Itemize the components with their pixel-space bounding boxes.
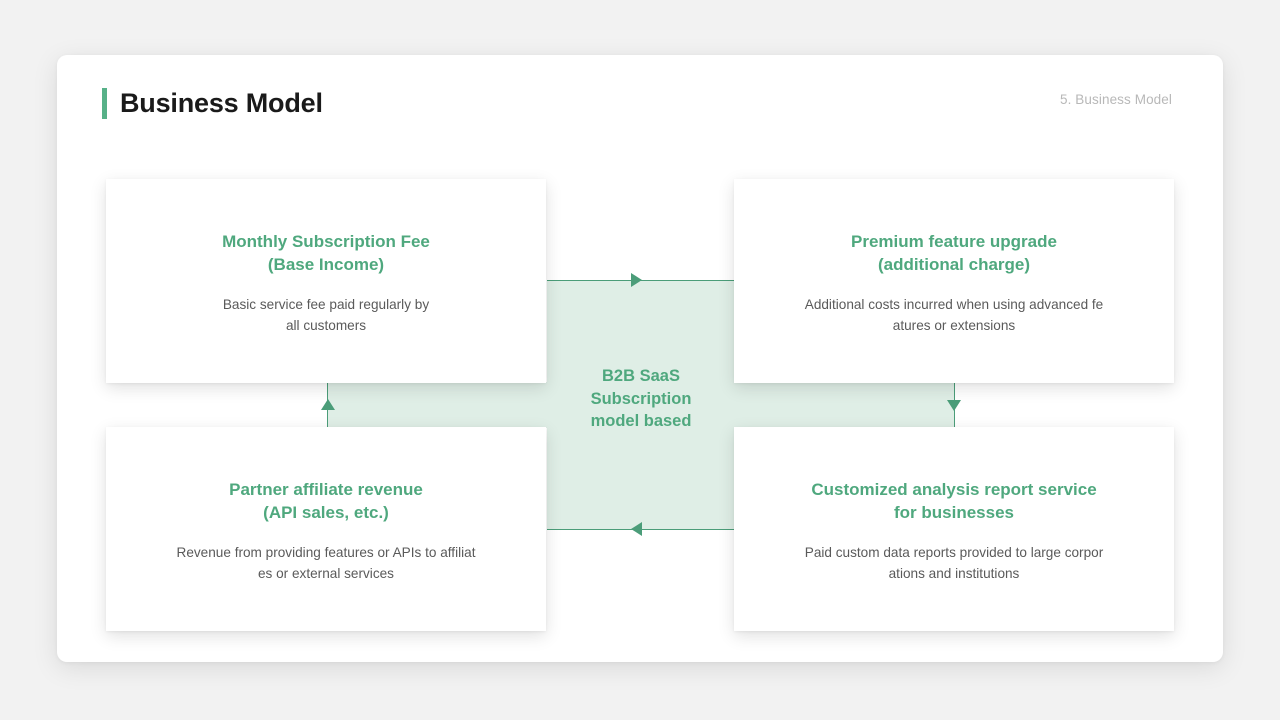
top-arrow-icon [631, 273, 642, 287]
card-customized-analysis-report[interactable]: Customized analysis report service for b… [734, 427, 1174, 631]
card-premium-feature-upgrade[interactable]: Premium feature upgrade (additional char… [734, 179, 1174, 383]
card-title: Monthly Subscription Fee (Base Income) [222, 232, 430, 274]
center-cross-horizontal [327, 382, 955, 428]
card-title: Partner affiliate revenue (API sales, et… [229, 480, 423, 522]
card-description: Revenue from providing features or APIs … [176, 545, 476, 581]
right-arrow-icon [947, 400, 961, 411]
card-description: Additional costs incurred when using adv… [804, 297, 1104, 333]
card-title: Customized analysis report service for b… [811, 480, 1097, 522]
slide-panel: Business Model 5. Business Model B2B Saa… [57, 55, 1223, 662]
title-accent-bar [102, 88, 107, 119]
bottom-arrow-icon [631, 522, 642, 536]
center-label: B2B SaaS Subscription model based [590, 367, 692, 430]
card-monthly-subscription-fee[interactable]: Monthly Subscription Fee (Base Income) B… [106, 179, 546, 383]
card-title: Premium feature upgrade (additional char… [851, 232, 1057, 274]
page-title: Business Model [102, 88, 323, 119]
slide-header: Business Model 5. Business Model [57, 55, 1223, 155]
business-model-diagram: B2B SaaS Subscription model based Monthl… [57, 55, 1223, 662]
card-description: Basic service fee paid regularly by all … [222, 297, 430, 333]
section-label: 5. Business Model [1059, 92, 1172, 107]
card-description: Paid custom data reports provided to lar… [804, 545, 1104, 581]
page-title-text: Business Model [120, 88, 323, 118]
left-arrow-icon [321, 399, 335, 410]
card-partner-affiliate-revenue[interactable]: Partner affiliate revenue (API sales, et… [106, 427, 546, 631]
